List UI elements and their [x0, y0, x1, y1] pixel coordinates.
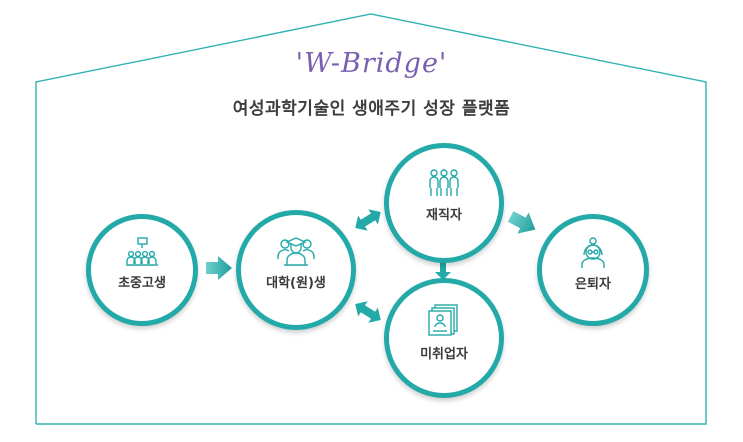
node-label-elementary: 초중고생: [118, 276, 166, 291]
workers-group-icon: [429, 169, 459, 196]
brand-title: 'W-Bridge': [295, 48, 448, 79]
node-employed: 재직자: [384, 143, 504, 263]
double-arrow-university-employed: [355, 209, 381, 231]
resume-documents-icon: [428, 304, 458, 336]
node-retired: 은퇴자: [537, 214, 649, 326]
arrow-elementary-to-university: [206, 256, 232, 280]
node-label-retired: 은퇴자: [575, 277, 611, 292]
node-label-unemployed: 미취업자: [420, 347, 468, 362]
teacher-class-icon: [126, 237, 158, 266]
double-arrow-university-unemployed: [355, 301, 381, 323]
page-title: 여성과학기술인 생애주기 성장 플랫폼: [232, 99, 511, 119]
graduate-group-icon: [277, 237, 315, 266]
node-label-employed: 재직자: [426, 208, 462, 223]
node-university: 대학(원)생: [236, 210, 356, 330]
elderly-person-icon: [581, 237, 605, 268]
node-label-university: 대학(원)생: [266, 276, 326, 291]
arrow-employed-to-retired: [507, 211, 536, 234]
node-unemployed: 미취업자: [384, 278, 504, 398]
house-outline: [35, 13, 707, 425]
node-elementary: 초중고생: [86, 214, 198, 326]
